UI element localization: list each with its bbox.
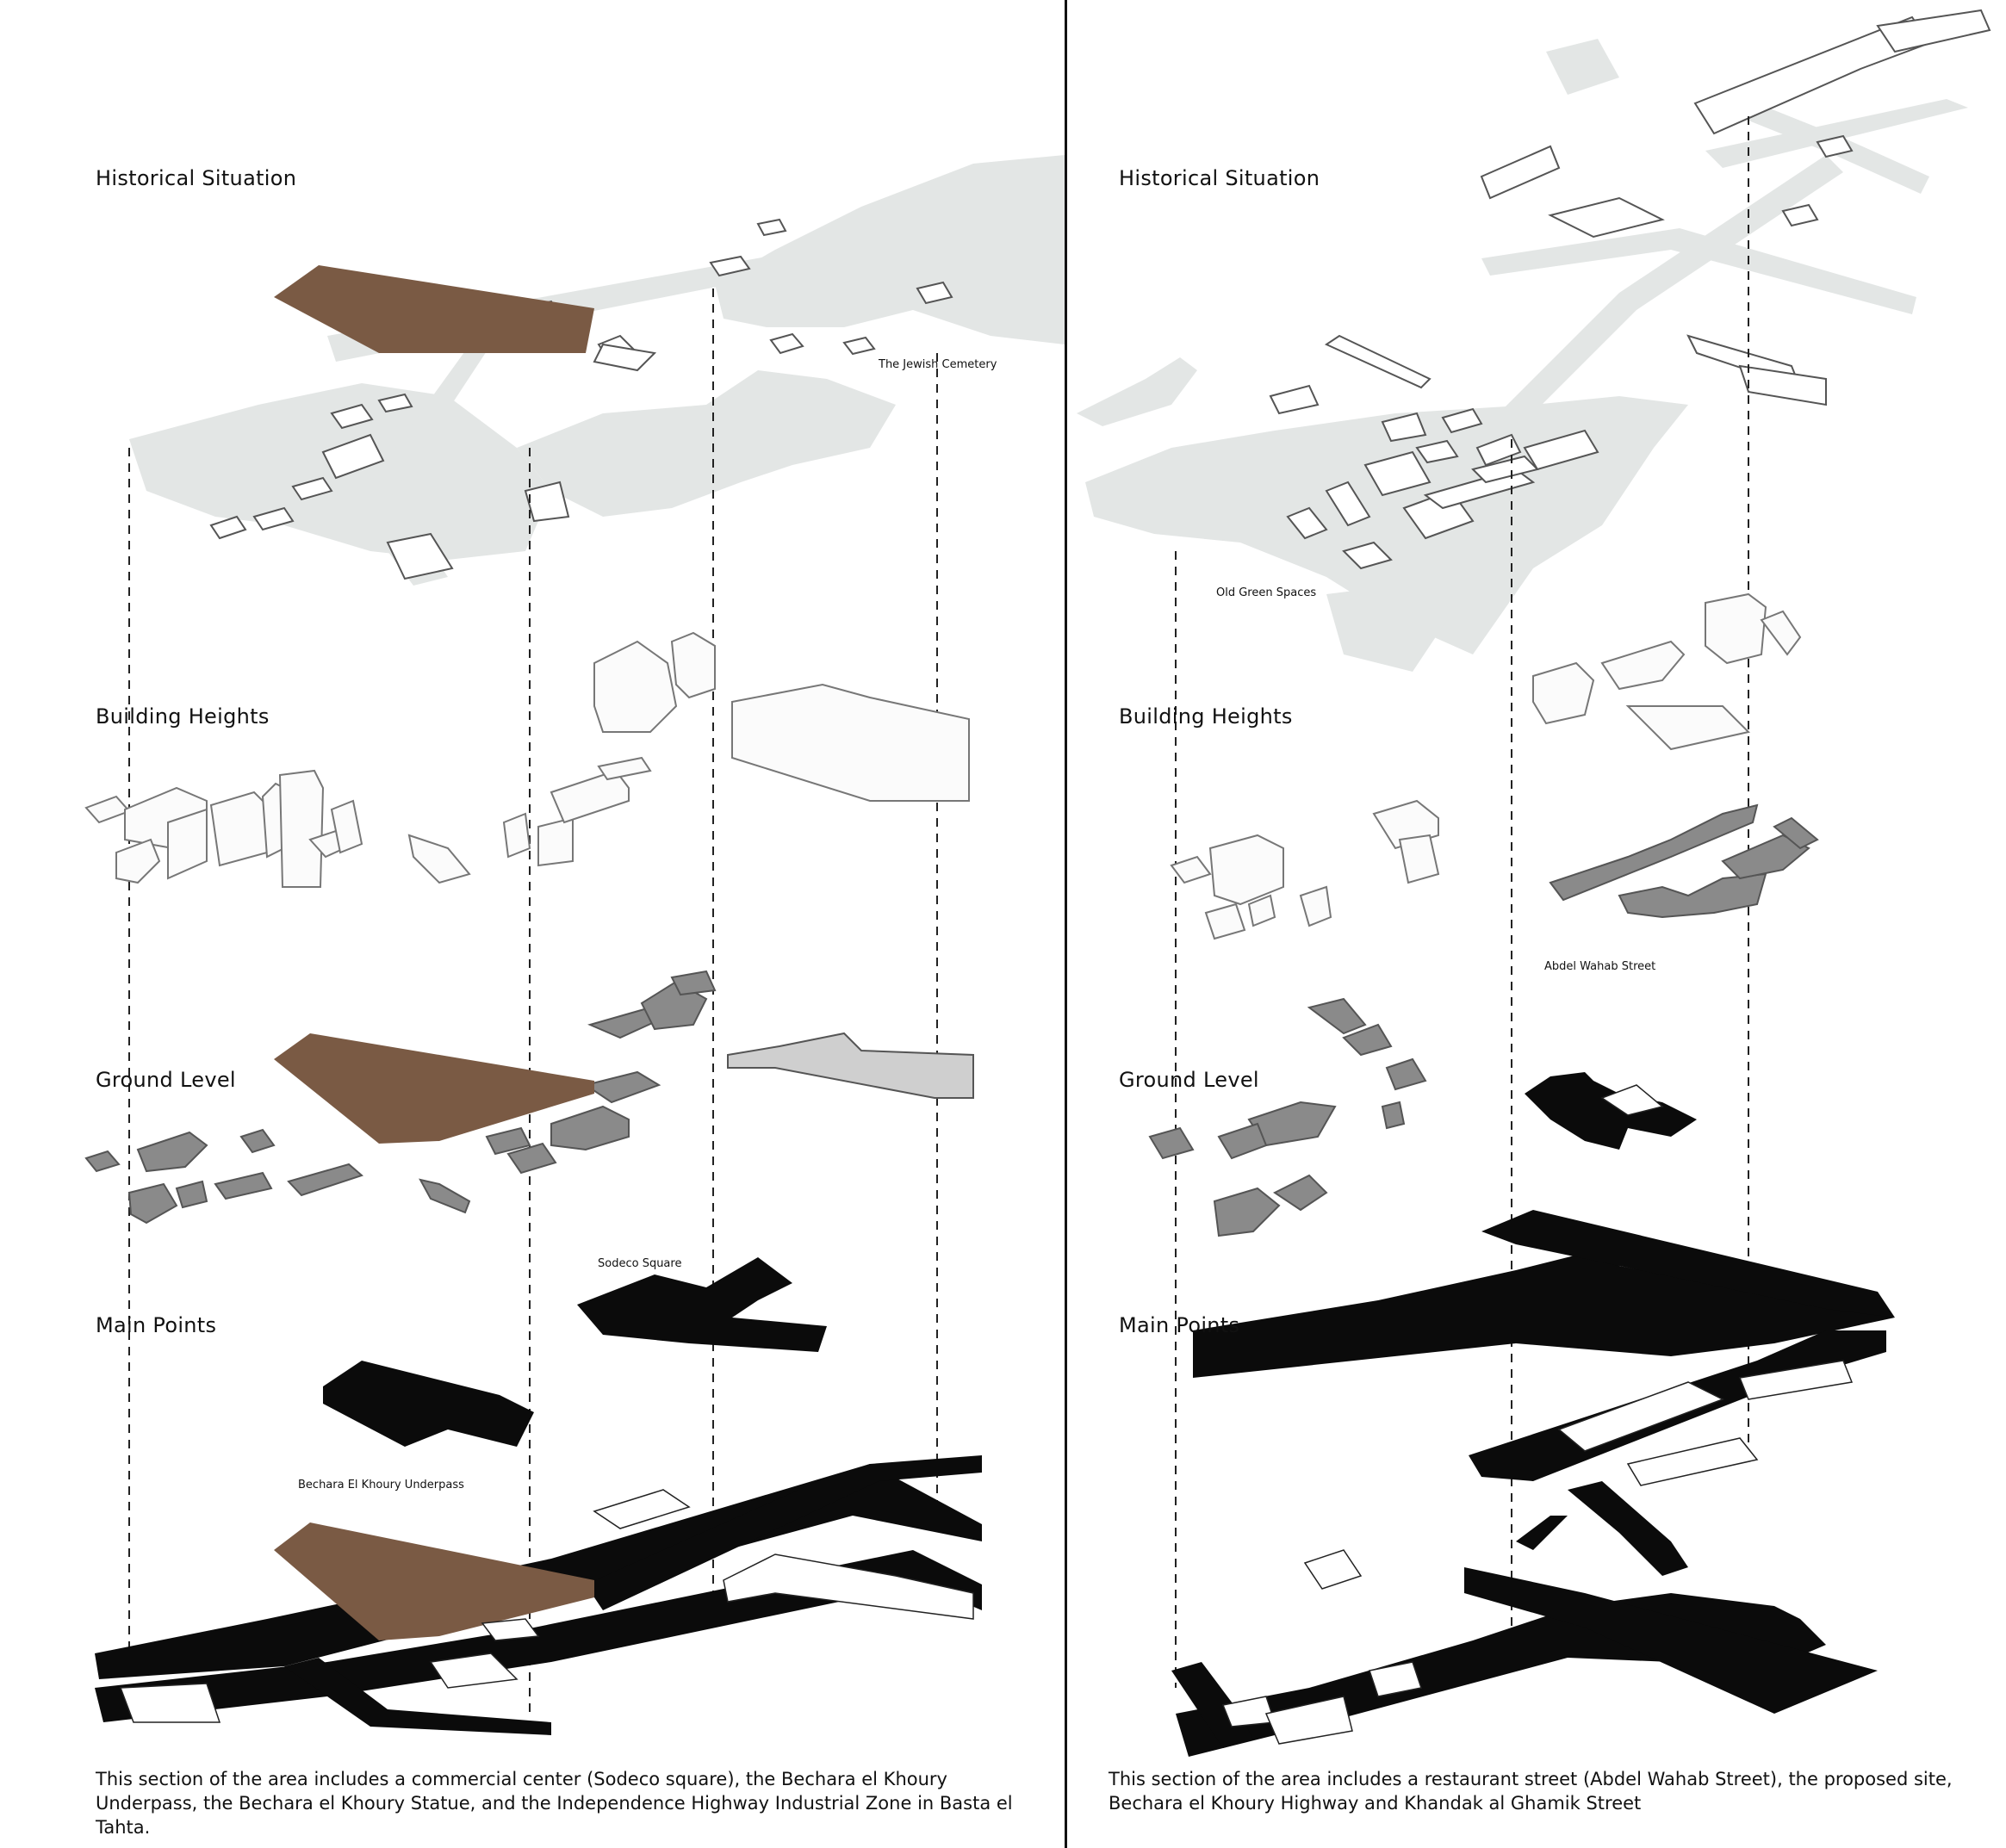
left-label-historical-situation: Historical Situation xyxy=(96,166,297,190)
left-main-points-footprints xyxy=(119,1489,974,1723)
right-historical-buildings xyxy=(1269,9,1991,570)
left-brown-site-historical xyxy=(274,265,594,353)
left-brown-site-main xyxy=(274,1522,594,1640)
right-label-building-heights: Building Heights xyxy=(1119,704,1293,729)
annotation-abdel-wahab-street: Abdel Wahab Street xyxy=(1544,960,1656,973)
main-road-east-fork xyxy=(586,1455,982,1610)
right-ground-level-layer xyxy=(1148,997,1427,1237)
left-axonometric-drawing xyxy=(84,155,1065,1735)
main-road-branch xyxy=(284,1658,551,1735)
left-caption: This section of the area includes a comm… xyxy=(96,1769,1013,1838)
panel-divider xyxy=(1065,0,1067,1848)
right-ground-black xyxy=(1525,1072,1697,1150)
right-axonometric-drawing xyxy=(1077,9,1991,1757)
khandak-branch xyxy=(1568,1481,1688,1576)
historical-fabric-north xyxy=(1077,357,1197,426)
historical-street-south xyxy=(370,327,500,495)
left-projection-lines xyxy=(128,288,938,1714)
historical-patch-lower xyxy=(1326,586,1447,672)
highway-upper xyxy=(1193,1249,1895,1378)
historical-fabric-northeast xyxy=(715,155,1065,344)
right-label-main-points: Main Points xyxy=(1119,1313,1240,1337)
left-label-main-points: Main Points xyxy=(96,1313,217,1337)
annotation-sodeco-square: Sodeco Square xyxy=(598,1257,682,1270)
left-exploded-axonometric-panel: Historical Situation Building Heights Gr… xyxy=(84,155,1065,1838)
annotation-jewish-cemetery: The Jewish Cemetery xyxy=(879,358,997,371)
highway-lower-south xyxy=(1464,1567,1878,1714)
left-building-heights-layer xyxy=(84,631,970,888)
left-brown-site-ground xyxy=(274,1033,594,1144)
annotation-bechara-el-khoury-underpass: Bechara El Khoury Underpass xyxy=(298,1479,464,1491)
historical-street-upper xyxy=(1705,99,1968,168)
underpass-shape xyxy=(323,1361,534,1447)
highway-upper-east xyxy=(1481,1210,1895,1318)
left-label-building-heights: Building Heights xyxy=(96,704,270,729)
historical-patch-top xyxy=(1546,39,1619,95)
left-main-points-layer xyxy=(95,1257,982,1735)
sodeco-square-shape xyxy=(577,1257,827,1352)
historical-street-east xyxy=(1481,228,1916,314)
annotation-old-green-spaces: Old Green Spaces xyxy=(1216,586,1317,599)
right-caption: This section of the area includes a rest… xyxy=(1109,1769,1953,1814)
right-main-points-footprints xyxy=(1221,1360,1854,1745)
right-projection-lines xyxy=(1175,116,1749,1688)
right-label-historical-situation: Historical Situation xyxy=(1119,166,1320,190)
left-label-ground-level: Ground Level xyxy=(96,1068,236,1092)
right-ground-footprints xyxy=(1600,1084,1664,1116)
left-ground-level-layer xyxy=(84,970,974,1225)
right-main-points-layer xyxy=(1171,1210,1895,1757)
right-building-heights-layer xyxy=(1170,592,1802,940)
right-ground-walls xyxy=(1549,803,1819,919)
right-label-ground-level: Ground Level xyxy=(1119,1068,1259,1092)
historical-fabric-center xyxy=(517,370,896,517)
right-historical-layer xyxy=(1077,39,1968,672)
right-exploded-axonometric-panel: Historical Situation Building Heights Gr… xyxy=(1068,0,2006,1848)
khandak-connector xyxy=(1516,1516,1568,1550)
